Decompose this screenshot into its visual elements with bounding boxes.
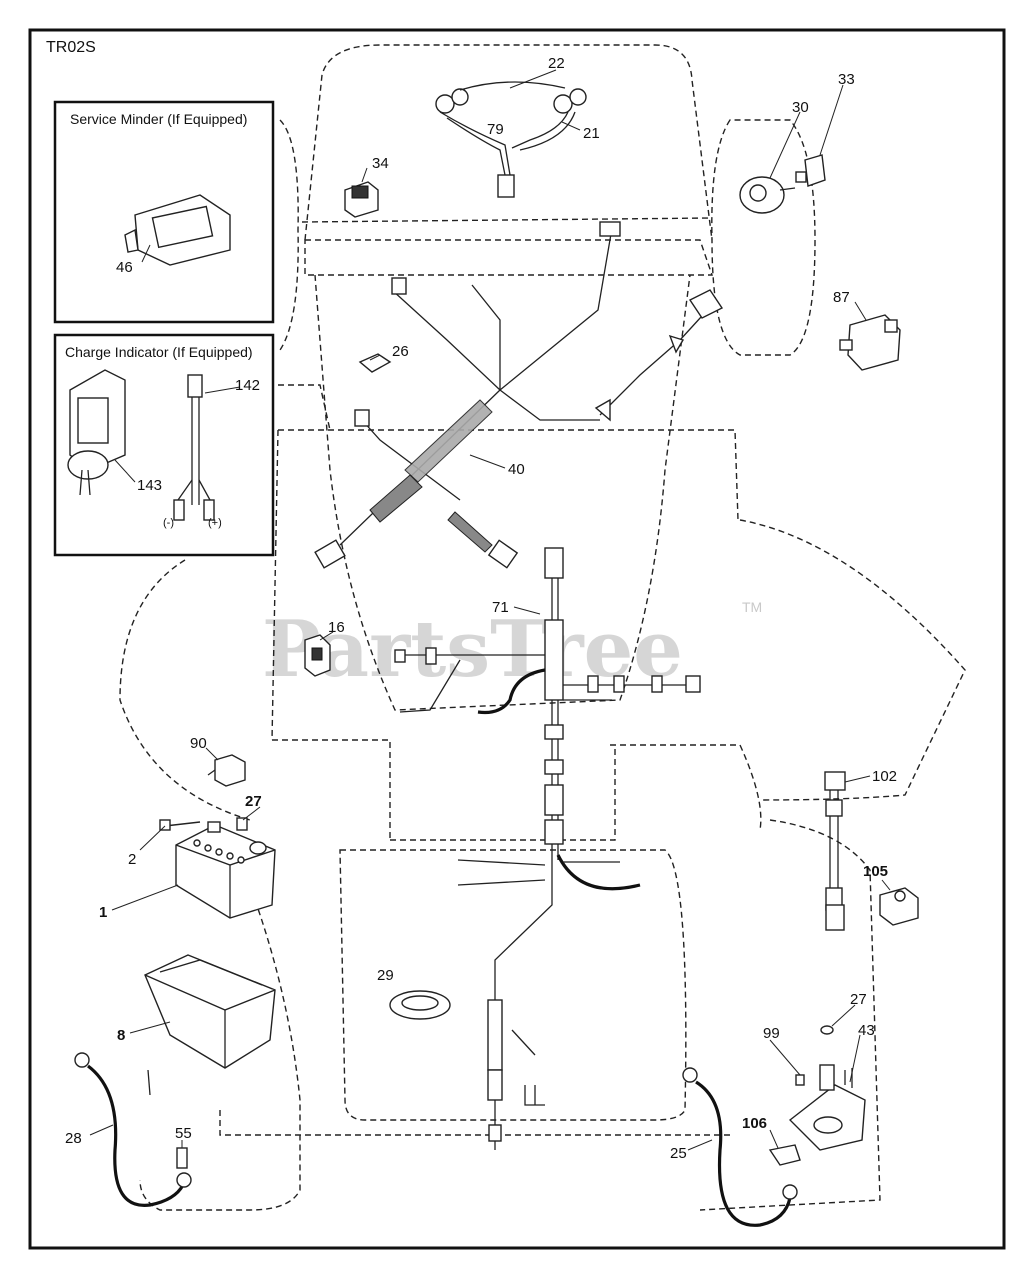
ignition-switch [739, 176, 796, 214]
lower-harness [394, 547, 701, 1150]
starter-relay [839, 314, 901, 371]
plug-29 [389, 990, 451, 1020]
fuse [358, 353, 392, 373]
callout-30: 30 [792, 99, 809, 116]
battery-tray [144, 954, 276, 1069]
polarity-positive: (+) [208, 517, 222, 529]
callout-25: 25 [670, 1145, 687, 1162]
callout-46: 46 [116, 259, 133, 276]
callout-2: 2 [128, 851, 136, 868]
battery-cable-positive [682, 1067, 798, 1227]
seat-switch [344, 181, 379, 218]
battery [159, 817, 276, 919]
callout-22: 22 [548, 55, 565, 72]
callout-28: 28 [65, 1130, 82, 1147]
pto-switch [879, 887, 919, 926]
callout-71: 71 [492, 599, 509, 616]
callout-87: 87 [833, 289, 850, 306]
watermark: PartsTree [262, 604, 683, 695]
callout-16: 16 [328, 619, 345, 636]
callout-105: 105 [863, 863, 888, 880]
connector-16 [304, 634, 331, 677]
callout-90: 90 [190, 735, 207, 752]
service-minder-part [124, 194, 231, 266]
callout-79: 79 [487, 121, 504, 138]
main-harness [314, 221, 724, 569]
callout-143: 143 [137, 477, 162, 494]
pto-harness [824, 771, 846, 931]
callout-1: 1 [99, 904, 107, 921]
watermark-tm: TM [742, 599, 762, 615]
callout-102: 102 [872, 768, 897, 785]
tractor-outline [119, 44, 966, 1211]
starter-solenoid [768, 1025, 866, 1166]
callout-106: 106 [742, 1115, 767, 1132]
callout-21: 21 [583, 125, 600, 142]
headlight-harness [435, 81, 587, 198]
callout-99: 99 [763, 1025, 780, 1042]
callout-8: 8 [117, 1027, 125, 1044]
charge-indicator-harness: (-) (+) [163, 374, 222, 529]
callout-labels: 22 21 79 33 30 34 87 46 26 142 143 40 71… [65, 55, 897, 1162]
fuse-holder [795, 154, 826, 187]
polarity-negative: (-) [163, 517, 174, 529]
leader-lines [89, 69, 891, 1151]
battery-cable-negative [74, 1052, 192, 1207]
callout-55: 55 [175, 1125, 192, 1142]
service-minder-title: Service Minder (If Equipped) [70, 111, 247, 127]
callout-43: 43 [858, 1022, 875, 1039]
charge-indicator-gauge [67, 369, 126, 496]
callout-40: 40 [508, 461, 525, 478]
callout-27-solenoid: 27 [850, 991, 867, 1008]
switch-90 [207, 754, 246, 787]
charge-indicator-title: Charge Indicator (If Equipped) [65, 344, 253, 360]
diagram-frame [28, 28, 1006, 1250]
callout-27-battery: 27 [245, 793, 262, 810]
diagram-code: TR02S [46, 39, 96, 56]
callout-142: 142 [235, 377, 260, 394]
callout-34: 34 [372, 155, 389, 172]
callout-33: 33 [838, 71, 855, 88]
callout-26: 26 [392, 343, 409, 360]
callout-29: 29 [377, 967, 394, 984]
